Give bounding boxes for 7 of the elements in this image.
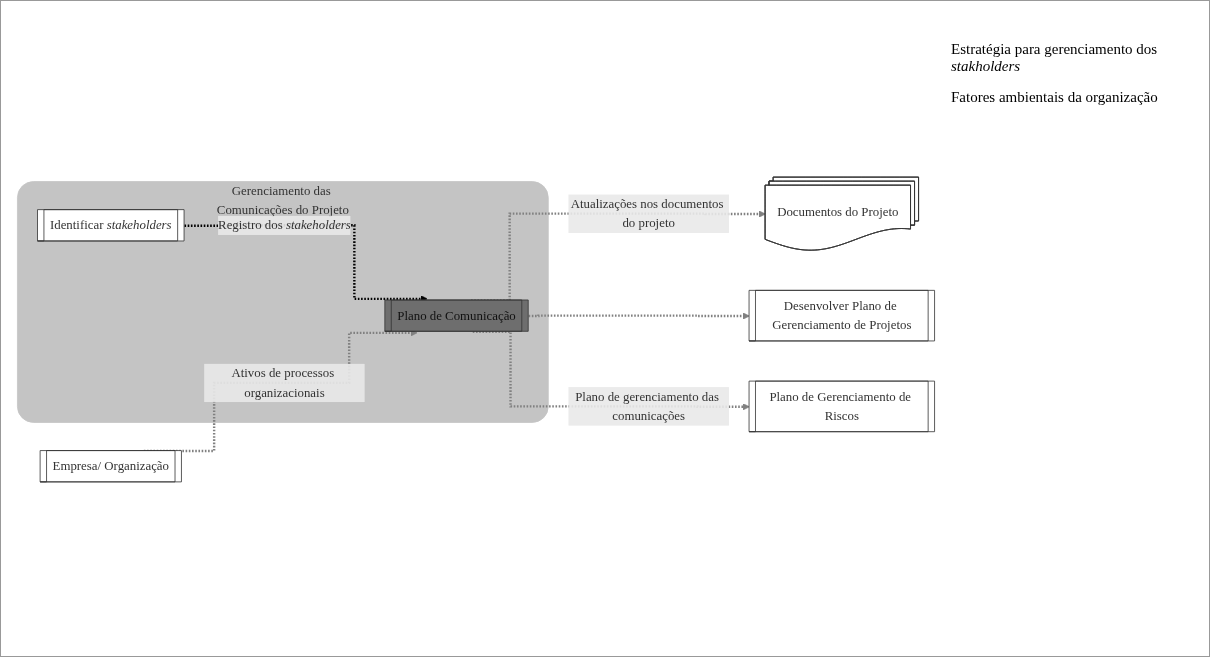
note-text: Estratégia para gerenciamento dos stakholders — [951, 41, 1159, 75]
edge-label: Atualizações nos documentos do projeto — [570, 196, 724, 230]
edge-label: Plano de gerenciamento das comunicações — [575, 389, 719, 423]
arrow — [528, 312, 750, 320]
edge-label: Ativos de processos organizacionais — [231, 366, 335, 399]
edge-label: Registro dos stakeholders — [218, 218, 351, 232]
note-text: Fatores ambientais da organização — [951, 89, 1159, 106]
